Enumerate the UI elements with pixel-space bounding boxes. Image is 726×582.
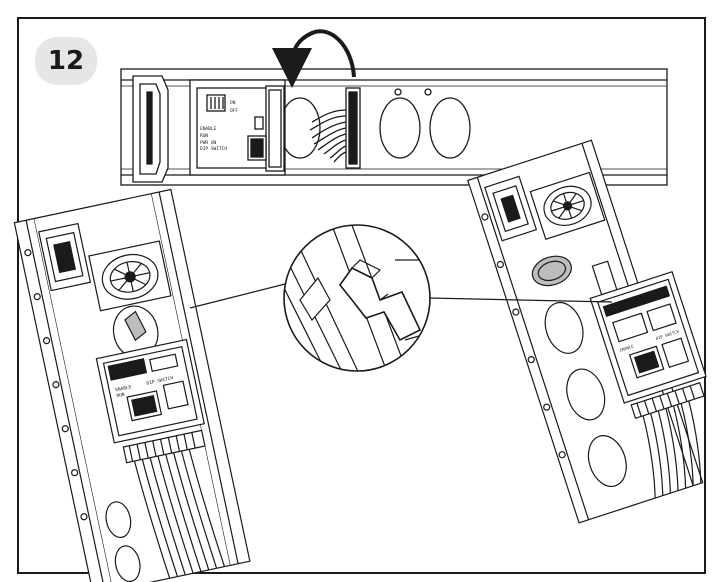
rail-pin-hole <box>80 513 88 521</box>
zoom-callout <box>189 224 613 372</box>
rail-pin-hole <box>496 260 504 269</box>
callout-line-left <box>189 282 290 309</box>
rail-pin-hole <box>512 308 520 316</box>
rail-pin-hole <box>42 337 51 345</box>
top-module-label: ENABLE <box>200 126 217 132</box>
rail-hole <box>114 545 141 582</box>
top-dip-switch <box>206 94 226 112</box>
right-rail-assembly: ENABLE DIP SWITCH <box>467 139 707 524</box>
rail-hole <box>531 255 572 287</box>
rail-hole <box>379 97 421 159</box>
rail-pin-hole <box>394 88 402 96</box>
rail-pin-hole <box>558 451 566 459</box>
rail-pin-hole <box>424 88 432 96</box>
rail-pin-hole <box>61 425 69 433</box>
left-module-label: RUN <box>116 392 125 400</box>
rail-pin-hole <box>24 249 32 257</box>
rail-pin-hole <box>71 469 79 477</box>
right-fan-unit <box>529 171 606 240</box>
rail-hole <box>429 97 471 159</box>
rail-pin-hole <box>543 403 551 411</box>
figure-border <box>17 17 706 574</box>
left-latch <box>124 310 147 342</box>
rail-pin-hole <box>527 355 535 364</box>
zoom-detail <box>284 225 430 371</box>
left-fan-unit <box>88 240 172 312</box>
rail-hole <box>105 501 132 539</box>
top-cable-bundle <box>309 87 361 169</box>
left-module: ENABLE RUN DIP SWITCH <box>95 338 205 444</box>
top-module-label: ON <box>230 100 236 106</box>
left-rail-assembly: ENABLE RUN DIP SWITCH <box>13 188 251 582</box>
rail-pin-hole <box>481 213 489 221</box>
rail-hole <box>566 368 606 421</box>
top-module-label: DIP SWITCH <box>200 146 227 152</box>
rail-pin-hole <box>52 381 60 389</box>
right-terminal-strip <box>630 381 705 420</box>
rail-hole <box>544 301 584 354</box>
step-badge: 12 <box>35 37 97 85</box>
rail-hole <box>587 435 627 487</box>
right-wire-bundle <box>642 400 702 499</box>
right-module-label: ENABLE <box>619 343 635 352</box>
left-module-label: DIP SWITCH <box>146 375 174 387</box>
top-module-indicator <box>254 116 264 130</box>
top-module-label: PWR ON <box>200 140 217 146</box>
top-module-label: RUN <box>200 133 208 139</box>
callout-line-right <box>428 297 613 303</box>
right-module: ENABLE DIP SWITCH <box>589 271 707 404</box>
step-number: 12 <box>47 46 85 76</box>
rail-pin-hole <box>33 293 41 301</box>
move-arrow <box>272 29 356 88</box>
left-wire-bundle <box>133 449 225 579</box>
left-module-label: ENABLE <box>115 384 132 393</box>
top-module-label: OFF <box>230 108 238 114</box>
